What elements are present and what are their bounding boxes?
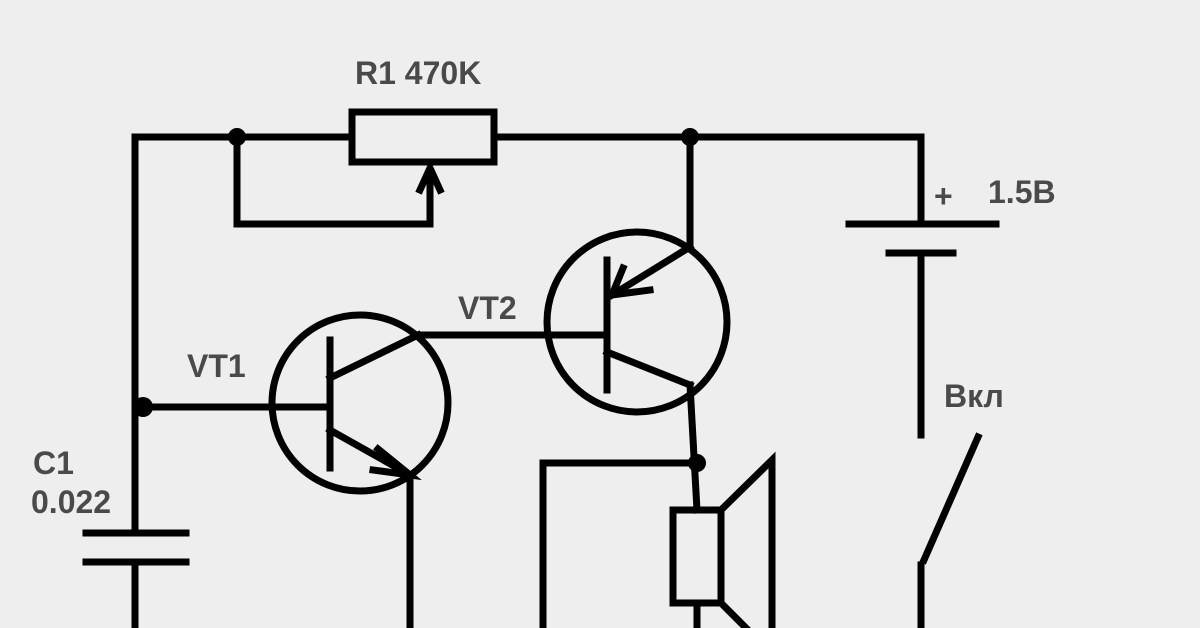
junction-dot-r1-left xyxy=(228,128,246,146)
r1-label: R1 470K xyxy=(355,55,482,91)
vt2-label: VT2 xyxy=(458,290,517,326)
vt1-label: VT1 xyxy=(187,348,246,384)
switch-label: Вкл xyxy=(944,378,1004,414)
battery-voltage-label: 1.5В xyxy=(988,174,1056,210)
junction-dots xyxy=(133,128,706,472)
c1-value-label: 0.022 xyxy=(31,484,112,520)
vt2-transistor xyxy=(536,133,731,514)
power-switch xyxy=(917,432,983,628)
c1-name-label: C1 xyxy=(33,445,74,481)
junction-dot-vt1-base xyxy=(133,397,153,417)
junction-dot-speaker xyxy=(688,454,706,472)
battery-plus-label: + xyxy=(934,178,953,214)
c1-capacitor xyxy=(82,529,190,566)
junction-dot-vt2-collector xyxy=(681,128,699,146)
speaker xyxy=(539,451,776,628)
battery xyxy=(845,133,1000,439)
vt1-transistor xyxy=(139,311,544,628)
r1-variable-resistor xyxy=(233,108,498,228)
